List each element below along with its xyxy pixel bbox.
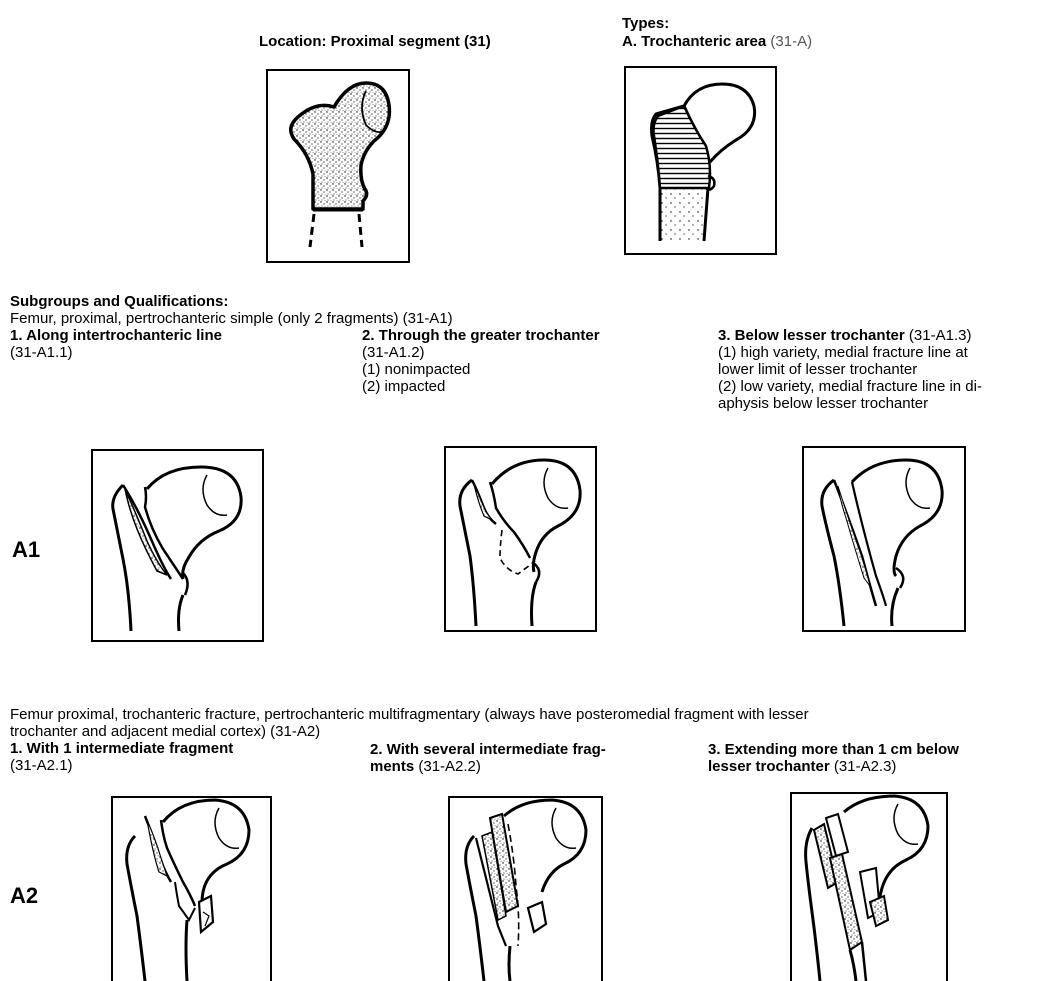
- a1-1-title: 1. Along intertrochanteric line: [10, 327, 222, 344]
- a2-3-title-a: 3. Extending more than 1 cm below: [708, 741, 959, 758]
- type-a-code: (31-A): [766, 33, 812, 50]
- row-label-a2: A2: [10, 883, 38, 909]
- a1-1-code: (31-A1.1): [10, 344, 73, 361]
- a1-3-title: 3. Below lesser trochanter: [718, 327, 905, 344]
- a2-2-title-b: ments: [370, 758, 414, 775]
- types-heading: Types:: [622, 15, 669, 32]
- location-heading: Location: Proximal segment (31): [259, 33, 491, 50]
- figure-proximal-segment: [266, 69, 410, 263]
- a1-3-qualifier-1b: lower limit of lesser trochanter: [718, 361, 917, 378]
- a1-2-code: (31-A1.2): [362, 344, 425, 361]
- a2-1-code: (31-A2.1): [10, 757, 73, 774]
- a2-2-title-a: 2. With several intermediate frag-: [370, 741, 606, 758]
- a2-3-title-b: lesser trochanter: [708, 758, 830, 775]
- a2-3-heading-b: lesser trochanter (31-A2.3): [708, 758, 896, 775]
- a1-3-code: (31-A1.3): [905, 327, 972, 344]
- a1-3-qualifier-2a: (2) low variety, medial fracture line in…: [718, 378, 982, 395]
- a1-2-qualifier-2: (2) impacted: [362, 378, 445, 395]
- row-label-a1: A1: [12, 537, 40, 563]
- figure-a1-3: [802, 446, 966, 632]
- a2-2-heading-b: ments (31-A2.2): [370, 758, 481, 775]
- a1-3-qualifier-1a: (1) high variety, medial fracture line a…: [718, 344, 968, 361]
- a1-2-qualifier-1: (1) nonimpacted: [362, 361, 470, 378]
- figure-a2-2: [448, 796, 603, 981]
- a1-2-title: 2. Through the greater trochanter: [362, 327, 600, 344]
- figure-a1-1: [91, 449, 264, 642]
- figure-trochanteric-area: [624, 66, 777, 255]
- a2-intro-line2: trochanter and adjacent medial cortex) (…: [10, 723, 320, 740]
- type-a-label: A. Trochanteric area (31-A): [622, 33, 812, 50]
- type-a-title: A. Trochanteric area: [622, 33, 766, 50]
- figure-a1-2: [444, 446, 597, 632]
- a1-3-qualifier-2b: aphysis below lesser trochanter: [718, 395, 928, 412]
- a2-2-code: (31-A2.2): [414, 758, 481, 775]
- figure-a2-3: [790, 792, 948, 981]
- figure-a2-1: [111, 796, 272, 981]
- a2-1-title: 1. With 1 intermediate fragment: [10, 740, 233, 757]
- subgroups-heading: Subgroups and Qualifications:: [10, 293, 228, 310]
- a2-intro-line1: Femur proximal, trochanteric fracture, p…: [10, 706, 809, 723]
- a1-intro: Femur, proximal, pertrochanteric simple …: [10, 310, 453, 327]
- a1-3-heading: 3. Below lesser trochanter (31-A1.3): [718, 327, 971, 344]
- a2-3-code: (31-A2.3): [830, 758, 897, 775]
